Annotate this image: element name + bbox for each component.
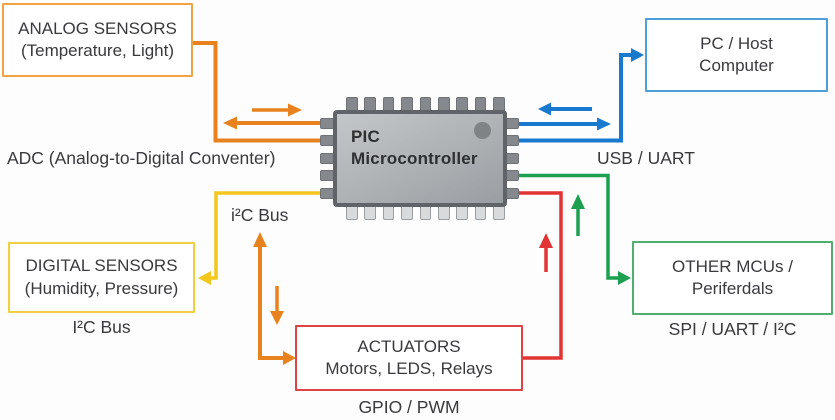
wire-chip-to-pc [519, 48, 644, 143]
arrowhead-up-icon [539, 233, 553, 248]
arrowhead-right-icon [597, 117, 611, 131]
node-analog-sensors: ANALOG SENSORS (Temperature, Light) [2, 3, 193, 77]
node-other-subtitle: Periferdals [691, 279, 774, 298]
chip-pin [401, 205, 413, 220]
label-usb-uart: USB / UART [597, 148, 695, 168]
label-adc: ADC (Analog-to-Digital Conventer) [7, 148, 276, 168]
wire-chip-to-actuators-orange [253, 232, 296, 365]
chip-pin [382, 205, 395, 220]
chip-pin [505, 135, 519, 146]
chip-pin [419, 205, 432, 220]
node-actuators-subtitle: Motors, LEDS, Relays [325, 359, 493, 378]
chip-pin [505, 117, 519, 129]
wire-chip-to-other-mcus [519, 173, 631, 285]
arrowhead-right-icon [288, 103, 302, 117]
arrowhead-left-icon [198, 271, 211, 285]
arrowhead-up-icon [571, 194, 585, 209]
node-other-title: OTHER MCUs / [672, 256, 793, 276]
arrowhead-right-icon [631, 48, 644, 62]
label-spi-uart-i2c: SPI / UART / I²C [668, 319, 797, 339]
chip-pin [505, 187, 519, 199]
chip-pin [493, 205, 505, 220]
node-pc-subtitle: Computer [699, 56, 774, 75]
node-digital-sensors: DIGITAL SENSORS (Humidity, Pressure) [8, 242, 195, 313]
node-pc-title: PC / Host [700, 33, 773, 53]
arrowhead-up-icon [253, 232, 267, 247]
chip-pin [320, 170, 334, 181]
chip-pin [456, 205, 468, 220]
node-digital-title: DIGITAL SENSORS [25, 256, 178, 276]
node-digital-subtitle: (Humidity, Pressure) [24, 278, 179, 298]
chip-pin [320, 117, 334, 129]
node-actuators-title: ACTUATORS [357, 336, 461, 356]
arrowhead-right-icon [283, 351, 296, 365]
node-analog-title: ANALOG SENSORS [18, 18, 177, 38]
arrowhead-right-icon [618, 271, 631, 285]
node-other-mcus: OTHER MCUs / Periferdals [632, 241, 833, 315]
label-i2c-bus-digital: I²C Bus [72, 317, 131, 337]
chip-pin [474, 205, 487, 220]
wire-chip-to-actuators-red [519, 191, 563, 360]
chip-pin [320, 187, 334, 199]
pic-microcontroller-chip: PIC Microcontroller [333, 110, 507, 207]
arrowhead-left-icon [223, 116, 237, 130]
chip-label: PIC Microcontroller [351, 126, 478, 170]
arrowhead-left-icon [538, 102, 551, 116]
label-i2c-bus-chip: i²C Bus [231, 205, 289, 225]
chip-label-line1: PIC [351, 127, 380, 146]
chip-pin [346, 205, 358, 220]
wire-chip-to-digital [198, 191, 321, 285]
chip-pin [505, 170, 519, 181]
node-pc-host: PC / Host Computer [645, 18, 828, 92]
chip-pin [505, 152, 519, 164]
chip-pin [320, 152, 334, 164]
chip-pin [320, 135, 334, 146]
chip-label-line2: Microcontroller [351, 149, 478, 168]
node-actuators: ACTUATORS Motors, LEDS, Relays [295, 325, 523, 391]
wire-analog-to-chip [193, 41, 321, 143]
arrowhead-down-icon [270, 311, 284, 325]
label-gpio-pwm: GPIO / PWM [358, 397, 460, 417]
node-analog-subtitle: (Temperature, Light) [20, 41, 175, 60]
chip-pin [364, 205, 376, 220]
chip-pin1-dot-icon [474, 122, 491, 139]
chip-pin [438, 205, 450, 220]
